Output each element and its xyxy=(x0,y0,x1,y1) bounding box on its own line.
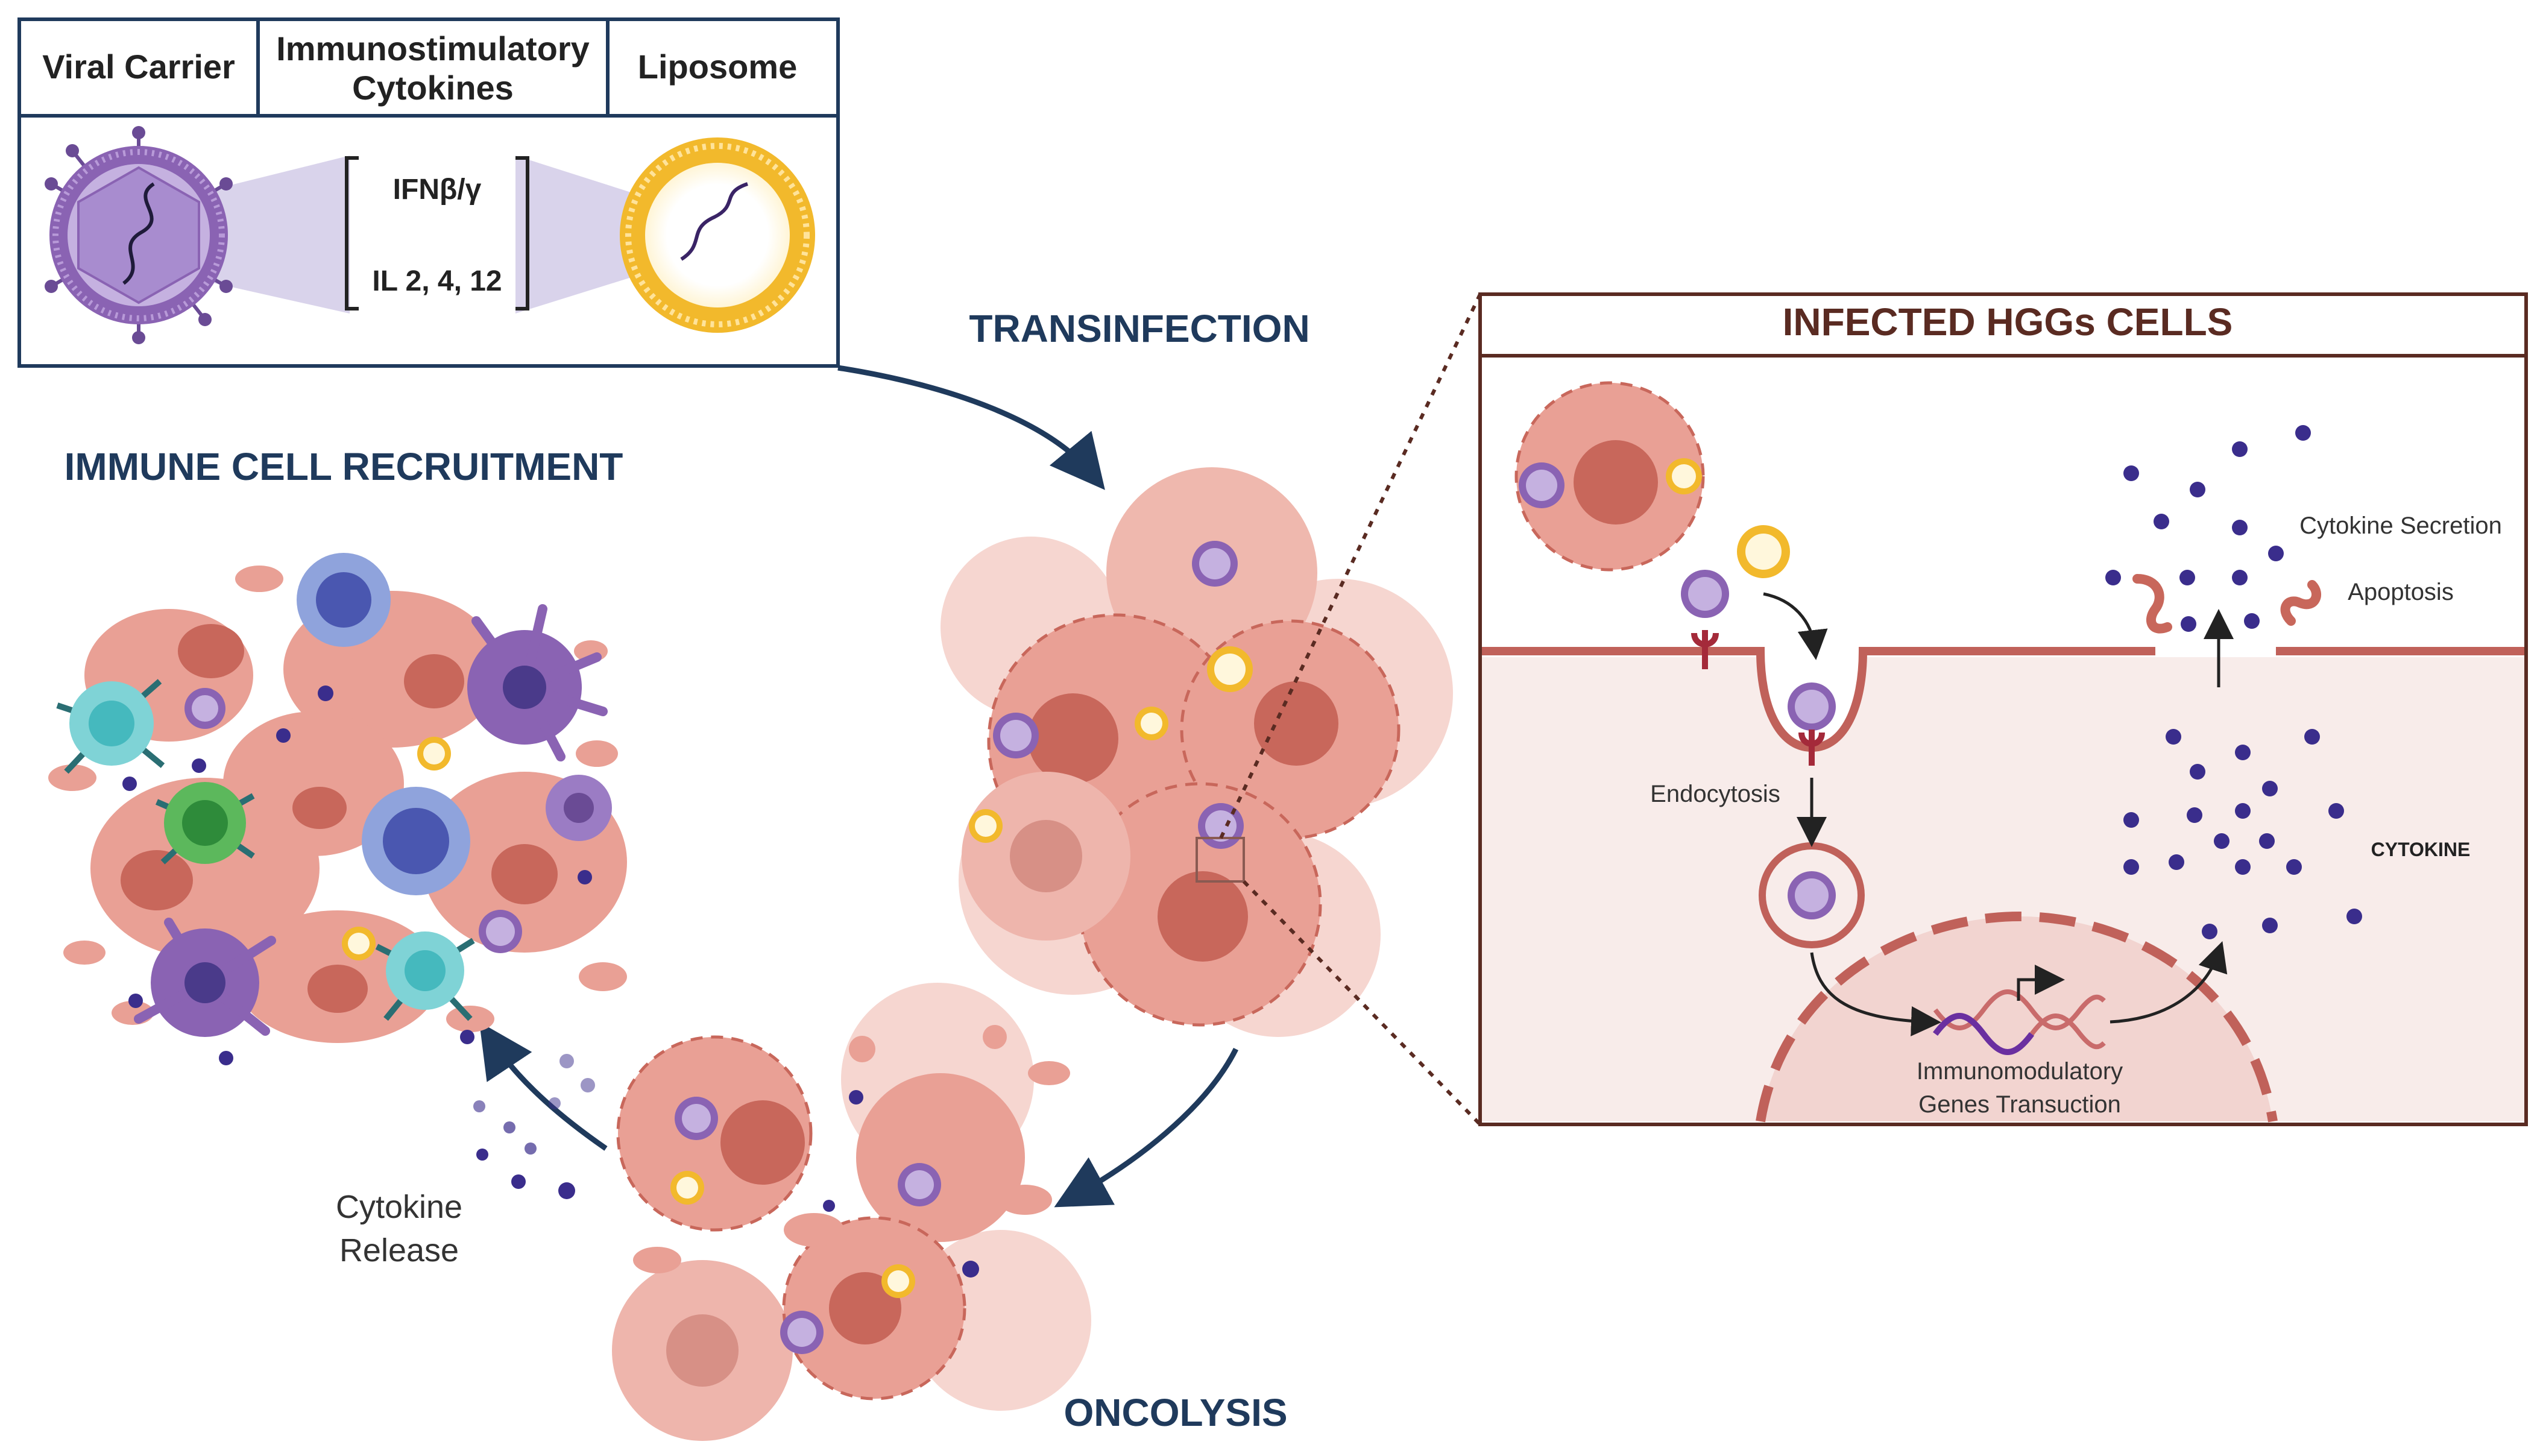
cytokine-release-line2: Release xyxy=(339,1232,459,1268)
step-oncolysis: ONCOLYSIS xyxy=(1064,1391,1287,1434)
dendritic-cell-icon xyxy=(467,604,608,761)
virus-particle-icon xyxy=(479,910,522,953)
macrophage-icon xyxy=(546,775,612,841)
virus-particle-icon xyxy=(1198,803,1244,849)
nucleus-icon xyxy=(1760,916,2273,1121)
legend-header-cytokines-line1: Immunostimulatory xyxy=(276,30,590,68)
liposome-particle-icon xyxy=(1737,525,1790,578)
liposome-icon xyxy=(620,137,815,333)
label-transcription-line2: Genes Transuction xyxy=(1918,1091,2121,1118)
t-cell-icon xyxy=(56,679,165,774)
endosome-icon xyxy=(1759,842,1865,948)
cytokine-il-label: IL 2, 4, 12 xyxy=(372,265,502,297)
transinfected-tumor-cluster xyxy=(941,467,1453,1037)
virus-particle-icon xyxy=(898,1163,941,1206)
infected-tumor-cell xyxy=(1514,381,1705,572)
virus-particle-icon xyxy=(1788,682,1836,731)
immune-recruitment-cluster xyxy=(48,553,627,1065)
virus-particle-icon xyxy=(780,1311,824,1354)
legend-header-liposome: Liposome xyxy=(638,48,797,86)
arrow-transinfection xyxy=(837,365,1105,490)
virus-icon xyxy=(45,126,233,344)
label-endocytosis: Endocytosis xyxy=(1650,781,1780,807)
cytokine-ifn-label: IFNβ/γ xyxy=(393,174,482,206)
label-cytokine: CYTOKINE xyxy=(2371,839,2471,860)
zoom-region-box xyxy=(1196,837,1245,883)
label-cytokine-secretion: Cytokine Secretion xyxy=(2299,512,2502,539)
cytokine-dots xyxy=(2105,425,2362,939)
label-apoptosis: Apoptosis xyxy=(2348,579,2454,605)
cytokine-release-line1: Cytokine xyxy=(336,1189,462,1225)
nk-cell-icon xyxy=(155,782,255,865)
step-immune-recruitment: IMMUNE CELL RECRUITMENT xyxy=(65,445,623,488)
oncolysis-tumor-cluster xyxy=(612,983,1091,1441)
virus-particle-icon xyxy=(184,688,225,729)
virus-particle-icon xyxy=(1192,541,1238,587)
virus-particle-icon xyxy=(1681,570,1729,618)
virus-particle-icon xyxy=(675,1097,718,1140)
infected-cells-panel: INFECTED HGGs CELLS xyxy=(1478,292,2528,1126)
virus-particle-icon xyxy=(993,713,1039,758)
liposome-particle-icon xyxy=(342,927,376,960)
panel-title: INFECTED HGGs CELLS xyxy=(1783,300,2233,344)
dendritic-cell-icon xyxy=(134,918,276,1037)
liposome-particle-icon xyxy=(969,809,1003,843)
released-cytokine-dots xyxy=(473,1054,595,1199)
legend-header-cytokines-line2: Cytokines xyxy=(352,69,514,107)
liposome-particle-icon xyxy=(1135,707,1168,740)
lymphocyte-icon xyxy=(297,553,391,647)
liposome-particle-icon xyxy=(417,737,451,771)
receptor-icon xyxy=(1691,630,1719,669)
arrow-oncolysis xyxy=(1054,1047,1239,1208)
label-transcription-line1: Immunomodulatory xyxy=(1917,1058,2123,1085)
lymphocyte-icon xyxy=(362,787,470,895)
arrow-cytokine-release xyxy=(479,1022,608,1151)
t-cell-icon xyxy=(375,931,475,1021)
dna-icon xyxy=(1933,965,2106,1055)
legend-header-viral-carrier: Viral Carrier xyxy=(42,48,235,86)
liposome-particle-icon xyxy=(670,1171,704,1205)
legend-box: Viral Carrier Immunostimulatory Cytokine… xyxy=(17,17,840,368)
liposome-particle-icon xyxy=(881,1264,915,1298)
step-transinfection: TRANSINFECTION xyxy=(969,307,1309,350)
liposome-particle-icon xyxy=(1207,646,1253,692)
